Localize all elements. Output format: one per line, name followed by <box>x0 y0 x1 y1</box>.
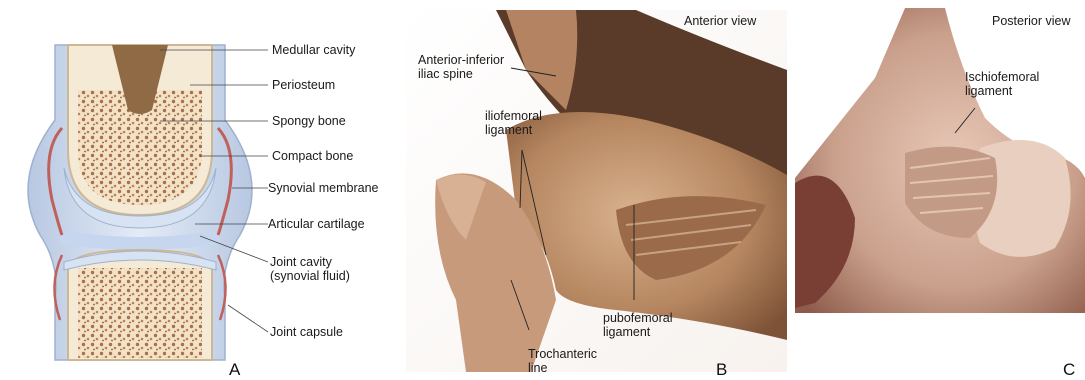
label-articular-cartilage: Articular cartilage <box>268 217 365 231</box>
label-trochanteric-line: Trochanteric line <box>528 347 597 375</box>
panel-letter-c: C <box>1063 360 1075 380</box>
panel-c-posterior-view: Ischiofemoral ligament Posterior view C <box>795 8 1085 380</box>
label-anterior-inferior-iliac-spine: Anterior-inferior iliac spine <box>418 53 504 81</box>
label-synovial-membrane: Synovial membrane <box>268 181 378 195</box>
label-posterior-view: Posterior view <box>992 14 1071 28</box>
label-joint-capsule: Joint capsule <box>270 325 343 339</box>
label-medullar-cavity: Medullar cavity <box>272 43 355 57</box>
label-anterior-view: Anterior view <box>684 14 756 28</box>
panel-letter-a: A <box>229 360 240 380</box>
panel-b-anterior-view: Anterior-inferior iliac spine iliofemora… <box>406 10 787 380</box>
label-pubofemoral-ligament: pubofemoral ligament <box>603 311 673 339</box>
label-joint-cavity: Joint cavity (synovial fluid) <box>270 255 350 283</box>
label-iliofemoral-ligament: iliofemoral ligament <box>485 109 542 137</box>
label-compact-bone: Compact bone <box>272 149 353 163</box>
panel-letter-b: B <box>716 360 727 380</box>
label-ischiofemoral-ligament: Ischiofemoral ligament <box>965 70 1039 98</box>
label-spongy-bone: Spongy bone <box>272 114 346 128</box>
posterior-specimen-image <box>795 8 1085 313</box>
panel-a-joint-schematic: Medullar cavity Periosteum Spongy bone C… <box>0 0 400 380</box>
label-periosteum: Periosteum <box>272 78 335 92</box>
